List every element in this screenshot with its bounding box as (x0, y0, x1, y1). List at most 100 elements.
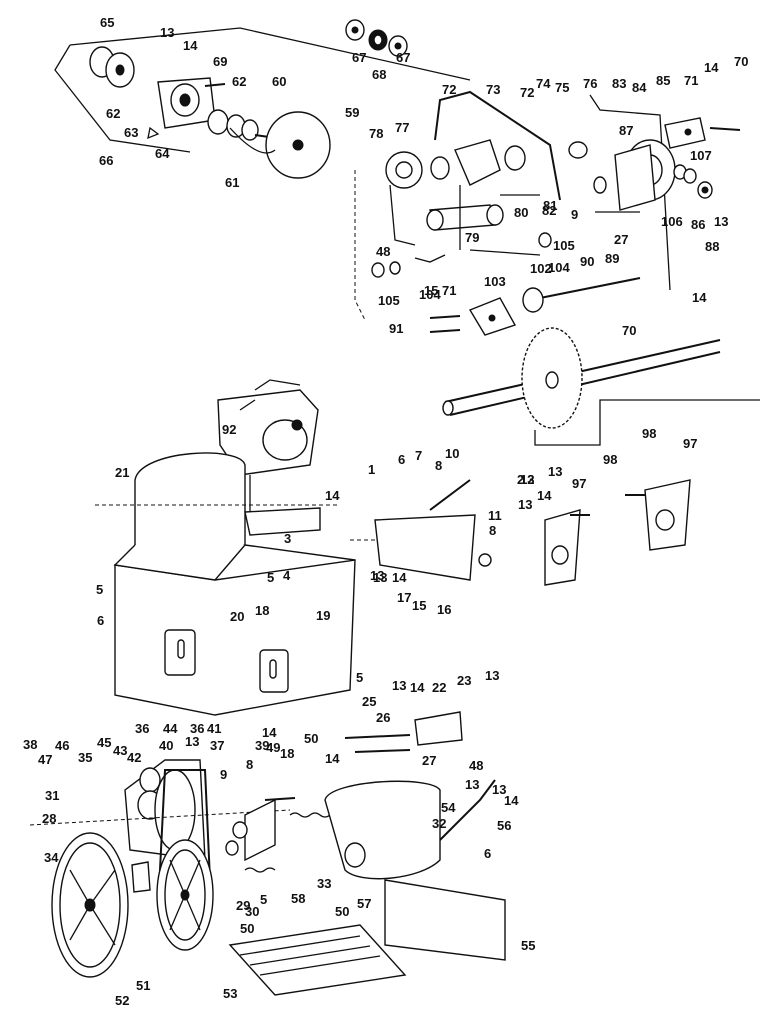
part-number-label: 85 (656, 73, 670, 88)
part-number-label: 74 (536, 76, 551, 91)
part-number-label: 13 (465, 777, 479, 792)
part-number-label: 69 (213, 54, 227, 69)
part-number-label: 14 (537, 488, 552, 503)
part-number-label: 63 (124, 125, 138, 140)
part-number-label: 1 (368, 462, 375, 477)
part-number-label: 39 (255, 738, 269, 753)
part-number-label: 37 (210, 738, 224, 753)
part-number-label: 71 (442, 283, 456, 298)
part-number-label: 34 (44, 850, 59, 865)
part-number-label: 62 (106, 106, 120, 121)
part-number-label: 88 (705, 239, 719, 254)
part-number-label: 13 (370, 568, 384, 583)
part-number-label: 18 (280, 746, 294, 761)
part-number-label: 6 (398, 452, 405, 467)
part-number-label: 27 (614, 232, 628, 247)
part-number-label: 70 (622, 323, 636, 338)
part-number-label: 72 (520, 85, 534, 100)
part-number-label: 60 (272, 74, 286, 89)
part-number-label: 31 (45, 788, 59, 803)
part-number-label: 72 (442, 82, 456, 97)
part-number-label: 89 (605, 251, 619, 266)
part-number-label: 62 (232, 74, 246, 89)
part-number-label: 32 (432, 816, 446, 831)
part-number-label: 36 (135, 721, 149, 736)
part-number-label: 30 (245, 904, 259, 919)
chute-housing (324, 711, 496, 880)
part-number-label: 48 (469, 758, 483, 773)
part-number-label: 4 (283, 568, 291, 583)
part-number-label: 78 (369, 126, 383, 141)
part-number-label: 26 (376, 710, 390, 725)
part-number-label: 50 (335, 904, 349, 919)
part-number-label: 44 (163, 721, 178, 736)
part-number-label: 67 (352, 50, 366, 65)
part-number-label: 90 (580, 254, 594, 269)
part-number-label: 11 (488, 508, 502, 523)
part-number-label: 102 (530, 261, 552, 276)
part-number-label: 5 (260, 892, 267, 907)
part-number-label: 13 (392, 678, 406, 693)
part-number-label: 8 (489, 523, 496, 538)
part-number-label: 64 (155, 146, 170, 161)
part-number-label: 58 (291, 891, 305, 906)
part-number-label: 14 (325, 751, 340, 766)
part-number-label: 36 (190, 721, 204, 736)
part-number-label: 42 (127, 750, 141, 765)
part-number-label: 19 (316, 608, 330, 623)
part-number-label: 14 (325, 488, 340, 503)
part-number-label: 6 (484, 846, 491, 861)
part-number-label: 43 (113, 743, 127, 758)
part-number-label: 91 (389, 321, 403, 336)
part-number-label: 5 (267, 570, 274, 585)
part-number-label: 75 (555, 80, 569, 95)
part-number-label: 54 (441, 800, 456, 815)
part-number-label: 22 (432, 680, 446, 695)
part-number-label: 7 (415, 448, 422, 463)
part-number-label: 33 (317, 876, 331, 891)
part-number-label: 61 (225, 175, 239, 190)
part-number-label: 13 (520, 472, 534, 487)
part-number-label: 65 (100, 15, 114, 30)
part-number-label: 97 (572, 476, 586, 491)
part-number-label: 55 (521, 938, 535, 953)
part-number-label: 82 (542, 203, 556, 218)
part-number-label: 29 (236, 898, 250, 913)
part-number-label: 81 (543, 198, 557, 213)
part-number-label: 14 (262, 725, 277, 740)
part-number-label: 103 (484, 274, 506, 289)
part-number-label: 17 (397, 590, 411, 605)
part-number-label: 47 (38, 752, 52, 767)
part-number-label: 40 (159, 738, 173, 753)
part-number-label: 35 (78, 750, 92, 765)
part-number-label: 57 (357, 896, 371, 911)
part-number-label: 6 (97, 613, 104, 628)
part-number-label: 66 (99, 153, 113, 168)
part-number-label: 14 (704, 60, 719, 75)
part-number-label: 14 (183, 38, 198, 53)
part-number-label: 84 (632, 80, 647, 95)
part-number-label: 46 (55, 738, 69, 753)
side-plates (544, 479, 691, 586)
part-number-label: 23 (457, 673, 471, 688)
part-number-label: 21 (115, 465, 129, 480)
part-number-label: 13 (518, 497, 532, 512)
part-number-label: 105 (378, 293, 400, 308)
part-number-label: 13 (485, 668, 499, 683)
part-number-label: 73 (486, 82, 500, 97)
part-number-label: 9 (571, 207, 578, 222)
part-number-label: 8 (246, 757, 253, 772)
part-number-label: 38 (23, 737, 37, 752)
part-number-label: 79 (465, 230, 479, 245)
part-number-label: 106 (661, 214, 683, 229)
part-number-label: 86 (691, 217, 705, 232)
part-number-label: 53 (223, 986, 237, 1001)
engine (217, 379, 319, 520)
part-number-label: 80 (514, 205, 528, 220)
part-number-label: 70 (734, 54, 748, 69)
part-number-label: 14 (392, 570, 407, 585)
part-number-label: 15 (424, 283, 438, 298)
part-number-label: 76 (583, 76, 597, 91)
